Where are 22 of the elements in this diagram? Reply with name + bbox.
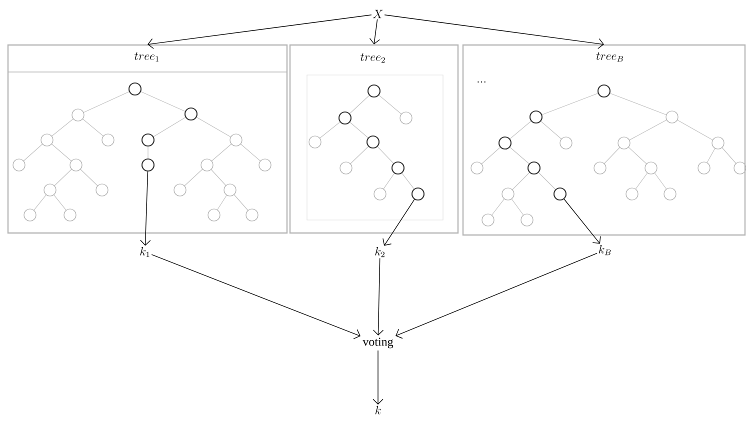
- arrow: [369, 18, 380, 44]
- math-label: $k_1$: [140, 246, 150, 258]
- tree-panel: $tree_1$: [7, 44, 288, 234]
- arrow: [396, 252, 598, 339]
- math-label: $k_B$: [598, 244, 611, 256]
- arrow: [372, 258, 384, 336]
- tree-panel: $tree_B$ …: [462, 44, 746, 236]
- tree-panel: $tree_2$: [289, 44, 459, 234]
- math-label: $k$: [375, 406, 381, 414]
- tree-node: [553, 187, 567, 201]
- arrow: [140, 171, 151, 246]
- arrow: [372, 350, 384, 405]
- tree-node: [141, 158, 155, 172]
- arrow: [564, 198, 601, 244]
- arrow: [148, 14, 372, 49]
- arrow: [384, 14, 604, 49]
- math-label: $X$: [372, 10, 383, 18]
- tree-node: [411, 187, 425, 201]
- voting-label: voting: [362, 338, 394, 348]
- math-label: $k_2$: [375, 246, 384, 258]
- arrow: [151, 254, 360, 340]
- arrow: [382, 199, 415, 246]
